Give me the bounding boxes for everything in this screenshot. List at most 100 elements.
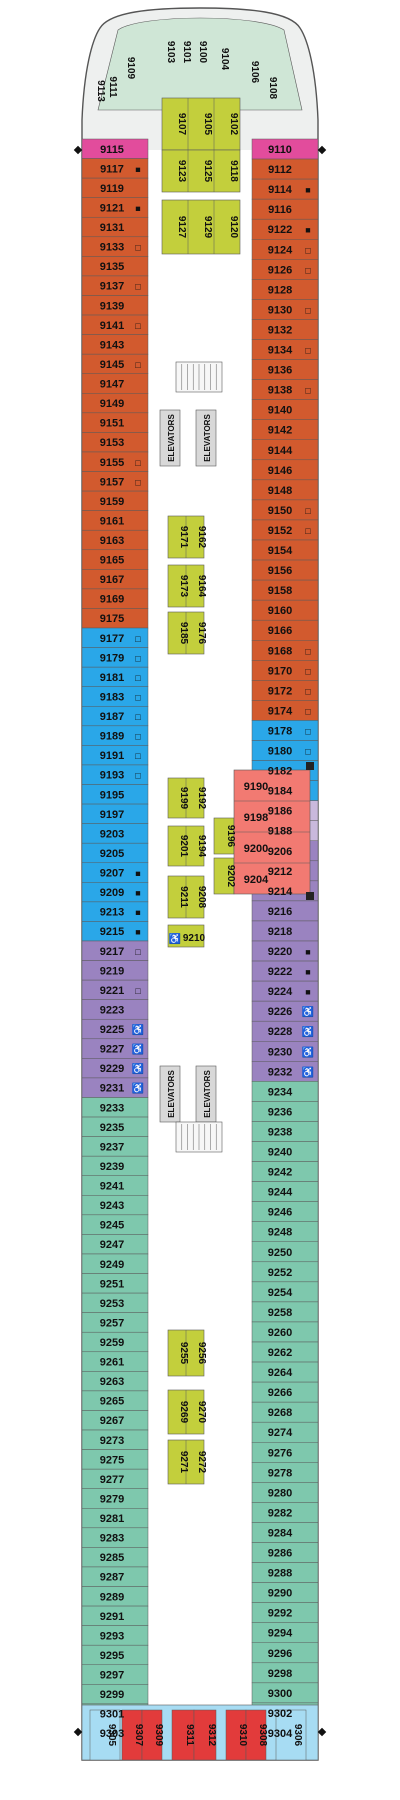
cabin-9147-label: 9147 bbox=[100, 379, 124, 391]
connecting-cabin-icon: ■ bbox=[305, 967, 310, 977]
cabin-9233-label: 9233 bbox=[100, 1102, 124, 1114]
deck-marker bbox=[317, 145, 327, 155]
cabin-9166-label: 9166 bbox=[268, 625, 292, 637]
cabin-9213-label: 9213 bbox=[100, 907, 124, 919]
cabin-9267-label: 9267 bbox=[100, 1415, 124, 1427]
cabin-9247-label: 9247 bbox=[100, 1239, 124, 1251]
cabin-9212-label: 9212 bbox=[268, 866, 292, 878]
cabin-9257-label: 9257 bbox=[100, 1317, 124, 1329]
deck-marker bbox=[73, 145, 83, 155]
label-layer: 9115911791199121913191339135913791399141… bbox=[95, 41, 303, 1747]
cabin-9157-label: 9157 bbox=[100, 476, 124, 488]
elevators-label: ELEVATORS bbox=[203, 1070, 212, 1118]
cabin-9281-label: 9281 bbox=[100, 1513, 124, 1525]
cabin-9191-label: 9191 bbox=[100, 750, 124, 762]
cabin-9306[interactable] bbox=[275, 1709, 307, 1761]
cabin-9229-label: 9229 bbox=[100, 1063, 124, 1075]
cabin-9132-label: 9132 bbox=[268, 324, 292, 336]
cabin-9210[interactable] bbox=[167, 924, 205, 948]
cabin-9145-label: 9145 bbox=[100, 359, 124, 371]
cabin-9115-label: 9115 bbox=[100, 144, 124, 156]
accessible-icon: ♿ bbox=[132, 1082, 144, 1095]
cabin-9292-label: 9292 bbox=[268, 1608, 292, 1620]
cabin-9240-label: 9240 bbox=[268, 1147, 292, 1159]
interior-cabin-block[interactable] bbox=[161, 149, 241, 193]
cabin-9107-label: 9107 bbox=[176, 113, 187, 136]
cabin-9250-label: 9250 bbox=[268, 1247, 292, 1259]
cabin-9164-label: 9164 bbox=[196, 575, 207, 598]
cabin-9102-label: 9102 bbox=[228, 113, 239, 136]
elevator-bank bbox=[159, 409, 181, 467]
cabin-9293-label: 9293 bbox=[100, 1630, 124, 1642]
connecting-cabin-icon: □ bbox=[135, 673, 141, 683]
cabin-9305[interactable] bbox=[89, 1709, 121, 1761]
connecting-cabin-icon: □ bbox=[135, 947, 141, 957]
cabin-9192-label: 9192 bbox=[196, 787, 207, 810]
elevators-label: ELEVATORS bbox=[203, 414, 212, 462]
cabin-9256-label: 9256 bbox=[196, 1342, 207, 1365]
cabin-9242-label: 9242 bbox=[268, 1167, 292, 1179]
accessible-icon: ♿ bbox=[132, 1043, 144, 1056]
interior-cabin-block[interactable] bbox=[161, 97, 241, 151]
cabin-9208-label: 9208 bbox=[196, 886, 207, 909]
cabin-9100-label: 9100 bbox=[197, 41, 208, 64]
cabin-9205-label: 9205 bbox=[100, 848, 124, 860]
cabin-9150-label: 9150 bbox=[268, 505, 292, 517]
cabin-9221-label: 9221 bbox=[100, 985, 124, 997]
cabin-9269-label: 9269 bbox=[178, 1401, 189, 1424]
cabin-9181-label: 9181 bbox=[100, 672, 124, 684]
cabin-layer bbox=[81, 17, 319, 1761]
cabin-9122-label: 9122 bbox=[268, 224, 292, 236]
cabin-9195-label: 9195 bbox=[100, 789, 124, 801]
cabin-9156-label: 9156 bbox=[268, 565, 292, 577]
cabin-9101-label: 9101 bbox=[181, 41, 192, 64]
cabin-9252-label: 9252 bbox=[268, 1267, 292, 1279]
cabin-9296-label: 9296 bbox=[268, 1648, 292, 1660]
cabin-9136-label: 9136 bbox=[268, 365, 292, 377]
connecting-cabin-icon: ■ bbox=[305, 987, 310, 997]
cabin-9278-label: 9278 bbox=[268, 1467, 292, 1479]
cabin-9149-label: 9149 bbox=[100, 398, 124, 410]
cabin-9193-label: 9193 bbox=[100, 770, 124, 782]
cabin-9308[interactable] bbox=[245, 1709, 267, 1761]
cabin-9309[interactable] bbox=[141, 1709, 163, 1761]
cabin-9227-label: 9227 bbox=[100, 1044, 124, 1056]
cabin-9223-label: 9223 bbox=[100, 1004, 124, 1016]
cabin-9104-label: 9104 bbox=[219, 48, 230, 71]
cabin-9198-label: 9198 bbox=[244, 812, 268, 824]
cabin-9199-label: 9199 bbox=[178, 787, 189, 810]
connecting-cabin-icon: □ bbox=[135, 477, 141, 487]
cabin-9169-label: 9169 bbox=[100, 594, 124, 606]
balcony-marker bbox=[306, 892, 314, 900]
accessible-icon: ♿ bbox=[302, 1005, 314, 1018]
cabin-9279-label: 9279 bbox=[100, 1493, 124, 1505]
cabin-9108-label: 9108 bbox=[267, 77, 278, 100]
cabin-9280-label: 9280 bbox=[268, 1487, 292, 1499]
connecting-cabin-icon: □ bbox=[305, 646, 311, 656]
cabin-9203-label: 9203 bbox=[100, 828, 124, 840]
cabin-9305-label: 9305 bbox=[106, 1724, 117, 1747]
cabin-9295-label: 9295 bbox=[100, 1650, 124, 1662]
cabin-9159-label: 9159 bbox=[100, 496, 124, 508]
cabin-9183-label: 9183 bbox=[100, 691, 124, 703]
deck-marker bbox=[73, 1727, 83, 1737]
cabin-9294-label: 9294 bbox=[268, 1628, 293, 1640]
cabin-9188-label: 9188 bbox=[268, 826, 292, 838]
cabin-9312[interactable] bbox=[193, 1709, 217, 1761]
accessible-icon: ♿ bbox=[132, 1023, 144, 1036]
cabin-9171-label: 9171 bbox=[178, 526, 189, 549]
cabin-9258-label: 9258 bbox=[268, 1307, 292, 1319]
cabin-9272-label: 9272 bbox=[196, 1451, 207, 1474]
accessible-icon: ♿ bbox=[169, 932, 181, 945]
cabin-9137-label: 9137 bbox=[100, 281, 124, 293]
interior-cabin-block[interactable] bbox=[161, 199, 241, 255]
cabin-9228-label: 9228 bbox=[268, 1026, 292, 1038]
cabin-9266-label: 9266 bbox=[268, 1387, 292, 1399]
connecting-cabin-icon: □ bbox=[305, 706, 311, 716]
cabin-9206-label: 9206 bbox=[268, 846, 292, 858]
cabin-9288-label: 9288 bbox=[268, 1568, 292, 1580]
cabin-9110-label: 9110 bbox=[268, 144, 292, 156]
cabin-9179-label: 9179 bbox=[100, 652, 124, 664]
cabin-9310-label: 9310 bbox=[237, 1724, 248, 1747]
